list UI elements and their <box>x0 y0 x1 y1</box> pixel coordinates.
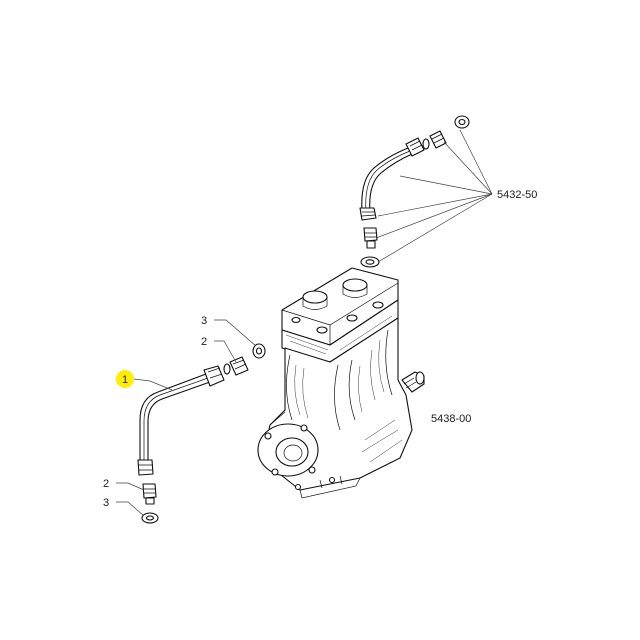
leader-lines <box>116 129 493 517</box>
compressor-assembly <box>257 267 425 499</box>
upper-pipe-assembly <box>359 115 470 268</box>
callout-item-1[interactable]: 1 <box>116 370 134 388</box>
reference-5432-50[interactable]: 5432-50 <box>497 189 537 201</box>
reference-5438-00[interactable]: 5438-00 <box>431 413 471 425</box>
callout-number-3-upper[interactable]: 3 <box>201 315 207 327</box>
callout-number-3-lower[interactable]: 3 <box>103 497 109 509</box>
callout-number-2-upper[interactable]: 2 <box>201 336 207 348</box>
callout-highlight <box>116 370 134 388</box>
callout-number-1: 1 <box>122 374 128 386</box>
callout-number-2-lower[interactable]: 2 <box>103 478 109 490</box>
lower-pipe-assembly <box>137 343 266 524</box>
